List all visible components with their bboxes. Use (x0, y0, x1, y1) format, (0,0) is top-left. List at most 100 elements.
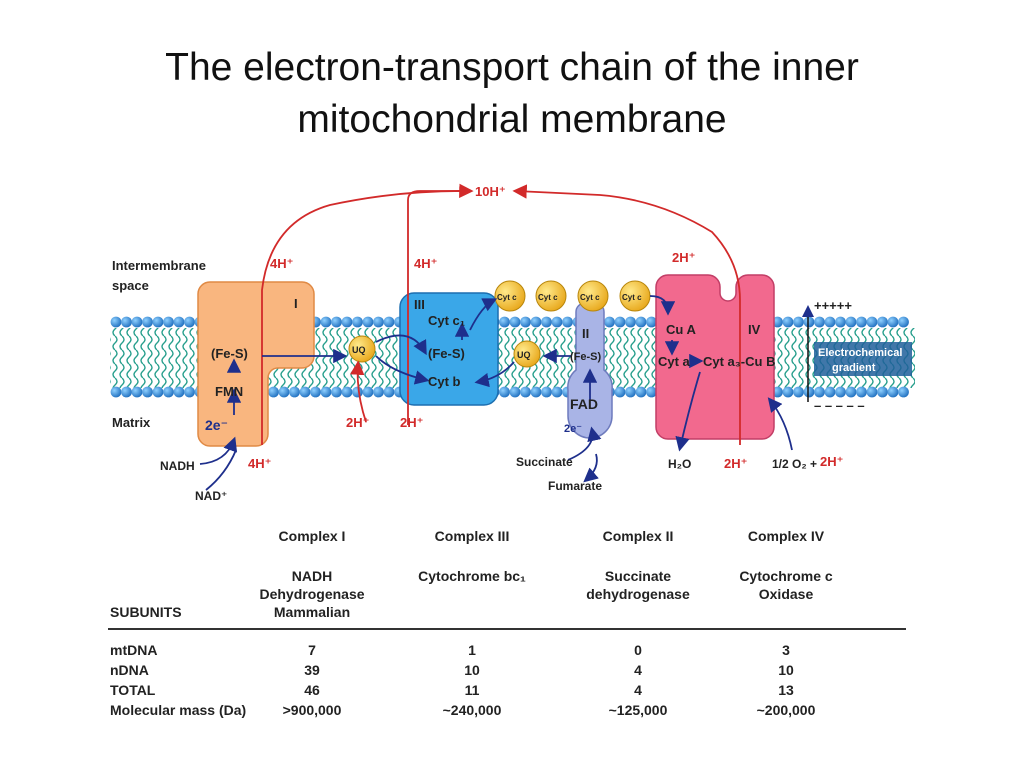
lipid-head (520, 386, 531, 398)
lipid-head (110, 316, 122, 328)
lipid-head (268, 386, 279, 398)
proton-total-label: 10H⁺ (475, 184, 506, 199)
title-line-1: The electron-transport chain of the inne… (165, 46, 859, 89)
complex-ii-fes: (Fe-S) (570, 351, 602, 363)
lipid-head (772, 386, 783, 398)
complex-iv-roman: IV (748, 322, 761, 337)
lipid-head (383, 316, 395, 328)
intermembrane-label: Intermembrane (112, 258, 206, 273)
lipid-head (646, 316, 657, 328)
lipid-head (803, 316, 815, 328)
lipid-head (163, 316, 174, 328)
nadh-in (199, 436, 238, 465)
lipid-head (551, 386, 563, 398)
lipid-head (509, 386, 521, 398)
cytc-label-4: Cyt c (622, 293, 642, 302)
e-c1-cytc (469, 298, 498, 331)
lipid-head (793, 316, 804, 328)
lipid-head (341, 386, 353, 398)
lipid-head (856, 386, 867, 398)
lipid-head (341, 316, 353, 328)
complex-iv-cua: Cu A (666, 322, 696, 337)
proton-c3-out: 4H⁺ (414, 256, 437, 271)
lipid-head (824, 386, 836, 398)
lipid-head (782, 316, 794, 328)
proton-c3-in-a: 2H⁺ (346, 415, 369, 430)
proton-c1-out: 4H⁺ (270, 256, 293, 271)
succinate-in (567, 426, 602, 461)
e-to-h2o (675, 371, 701, 452)
lipid-head (142, 386, 153, 398)
complex-iv-cyta: Cyt a (658, 354, 691, 369)
lipid-head (562, 316, 573, 328)
fumarate-out (583, 453, 599, 483)
gradient-label-bg (814, 342, 912, 376)
complex-ii-fad: FAD (570, 396, 598, 412)
proton-c3-in-b: 2H⁺ (400, 415, 423, 430)
lipid-head (184, 386, 195, 398)
lipid-head (142, 316, 153, 328)
nadh-curve (205, 449, 237, 491)
proton-c4-out: 2H⁺ (672, 250, 695, 265)
lipid-head (362, 386, 374, 398)
complex-iii-roman: III (414, 297, 425, 312)
gradient-label-2: gradient (832, 362, 876, 374)
lipid-head (373, 386, 384, 398)
succinate-label: Succinate (516, 455, 573, 469)
lipid-head (131, 386, 143, 398)
lipid-head (383, 386, 395, 398)
lipid-head (866, 386, 878, 398)
cytc-label-3: Cyt c (580, 293, 600, 302)
lipid-head (877, 316, 888, 328)
h2o-label: H₂O (668, 457, 691, 471)
lipid-head (877, 386, 888, 398)
fumarate-label: Fumarate (548, 479, 602, 493)
lipid-head (520, 316, 531, 328)
proton-path-complex-iv (512, 184, 741, 445)
complex-iii-cytb: Cyt b (428, 374, 461, 389)
lipid-head (499, 386, 510, 398)
lipid-head (373, 316, 384, 328)
lipid-head (845, 386, 857, 398)
lipid-head (625, 386, 636, 398)
space-label: space (112, 278, 149, 293)
lipid-head (635, 316, 647, 328)
lipid-head (530, 316, 542, 328)
proton-paths (261, 183, 741, 445)
slide-title: The electron-transport chain of the inne… (0, 42, 1024, 146)
uq-label-2: UQ (517, 350, 531, 360)
electron-paths (199, 295, 793, 491)
e-cytc-cua (649, 295, 676, 316)
lipid-head (835, 386, 846, 398)
lipid-head (131, 316, 143, 328)
matrix-label: Matrix (112, 415, 151, 430)
cytc-carrier-1 (494, 280, 526, 312)
lipid-head (310, 386, 321, 398)
lipid-head (782, 386, 794, 398)
lipid-head (898, 316, 909, 328)
lipid-head (121, 386, 132, 398)
o2-in (767, 397, 793, 451)
gradient-minus: – – – – – (814, 398, 865, 413)
lipid-head (320, 386, 332, 398)
lipid-head (635, 386, 647, 398)
lipid-head (331, 386, 342, 398)
lipid-head (184, 316, 195, 328)
complex-iii-fes: (Fe-S) (428, 346, 465, 361)
lipid-head (814, 386, 825, 398)
e-uq2-cytb (474, 361, 515, 388)
uq-label-1: UQ (352, 345, 366, 355)
complex-iii-cytc1: Cyt c₁ (428, 313, 465, 328)
gradient-label-1: Electrochemical (818, 347, 902, 359)
complex-i-electrons: 2e⁻ (205, 417, 228, 433)
lipid-head (625, 316, 636, 328)
complex-i-roman: I (294, 296, 298, 311)
cytc-carrier-2 (535, 280, 567, 312)
lipid-head (541, 386, 552, 398)
lipid-head (646, 386, 657, 398)
title-line-2: mitochondrial membrane (297, 98, 727, 141)
lipid-head (772, 316, 783, 328)
uq-carrier-2 (513, 340, 541, 368)
oxygen-label: 1/2 O₂ + (772, 457, 817, 471)
lipid-head (152, 386, 164, 398)
